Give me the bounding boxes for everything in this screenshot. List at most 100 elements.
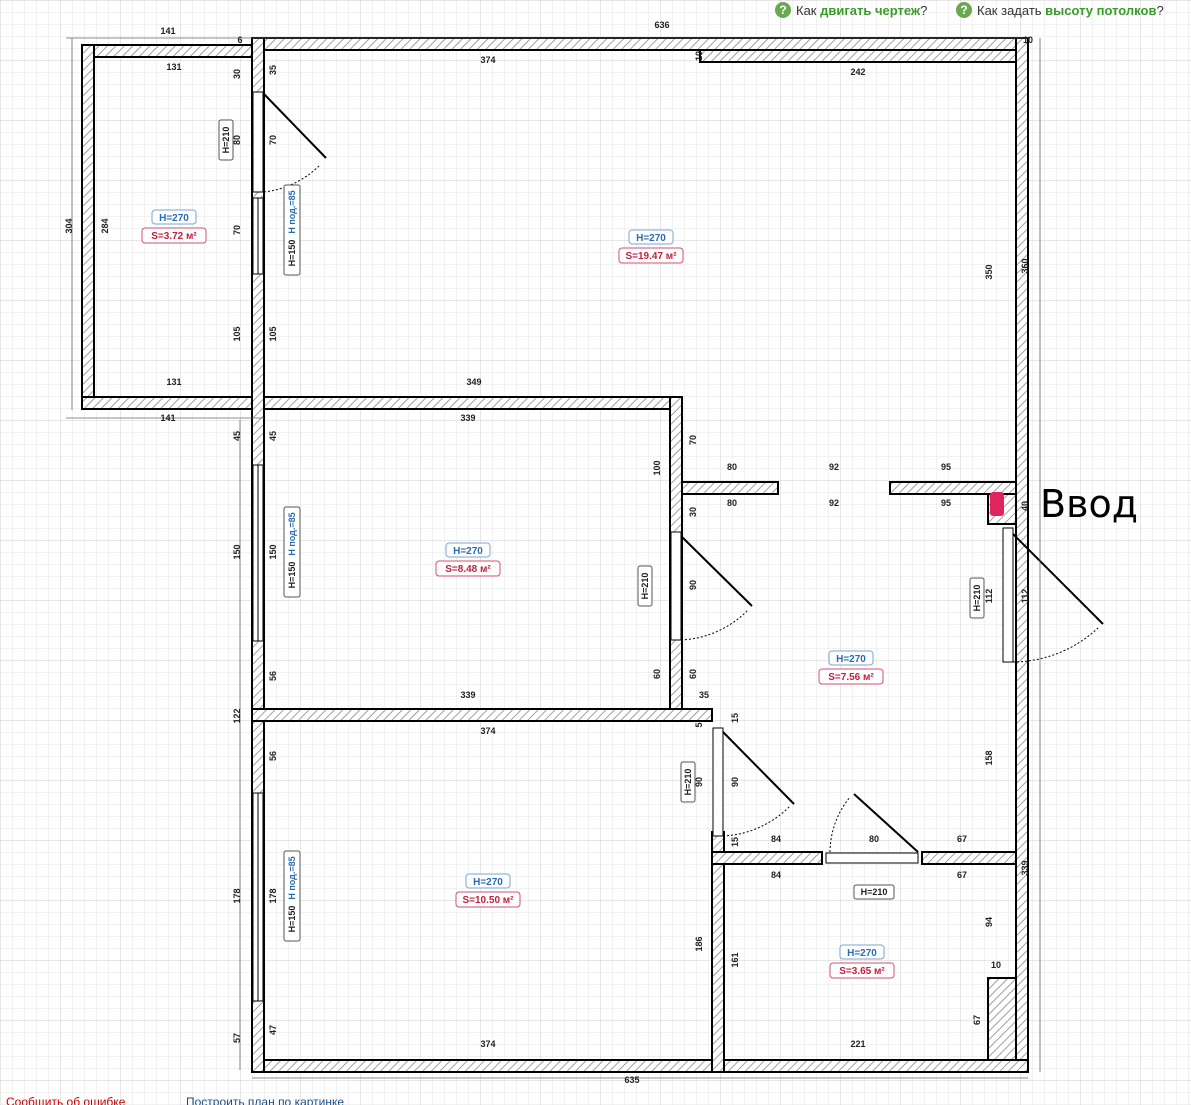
dimension-label: 636	[654, 20, 669, 30]
room-area-box[interactable]	[829, 962, 895, 979]
dimension-label: 304	[64, 218, 74, 233]
question-icon: ?	[775, 2, 791, 18]
room-area-box[interactable]	[818, 668, 884, 685]
entry-marker[interactable]	[990, 492, 1004, 516]
room-height: H=270	[847, 948, 877, 959]
door-height-tag[interactable]: H=210	[853, 884, 895, 900]
help-ceiling-height[interactable]: ? Как задать высоту потолков?	[956, 2, 1164, 18]
room-height: H=270	[159, 213, 189, 224]
wall-vertical-bottom	[711, 831, 725, 1073]
windows[interactable]	[252, 197, 264, 1002]
dimension-label: 10	[694, 51, 704, 61]
dimension-label: 141	[160, 413, 175, 423]
door-height-tag[interactable]: H=210	[218, 119, 234, 161]
dimension-label: 70	[268, 135, 278, 145]
dimension-label: 67	[972, 1015, 982, 1025]
dimension-label: 35	[699, 690, 709, 700]
room-height: H=270	[836, 654, 866, 665]
build-from-image-link[interactable]: Построить план по картинке	[186, 1097, 345, 1105]
room-area-box[interactable]	[435, 560, 501, 577]
dimension-label: 10	[991, 960, 1001, 970]
dimension-label: 284	[100, 218, 110, 233]
dimension-label: 40	[1020, 501, 1030, 511]
help-move-text[interactable]: Как двигать чертеж?	[796, 2, 928, 18]
doors[interactable]	[252, 91, 1104, 864]
question-icon: ?	[956, 2, 972, 18]
dimension-label: 80	[727, 498, 737, 508]
dimension-label: 360	[1020, 258, 1030, 273]
dimension-label: 92	[829, 498, 839, 508]
room-area-box[interactable]	[455, 891, 521, 908]
room-area: S=3.72 м²	[151, 231, 197, 242]
dimension-label: 70	[232, 225, 242, 235]
wall-horizontal-2	[251, 708, 713, 722]
room-height-box[interactable]	[151, 209, 197, 225]
dimension-label: 131	[166, 377, 181, 387]
wall-small-left	[81, 44, 95, 410]
room-height-box[interactable]	[628, 229, 674, 245]
room-height-box[interactable]	[465, 873, 511, 889]
dimension-label: 30	[688, 507, 698, 517]
dimension-label: 30	[232, 69, 242, 79]
dimension-label: 635	[624, 1075, 639, 1085]
wall-small-top	[81, 44, 265, 58]
dimension-label: 105	[268, 326, 278, 341]
room-area-box[interactable]	[141, 227, 207, 244]
dimension-label: 178	[232, 888, 242, 903]
svg-text:H=210: H=210	[640, 573, 650, 600]
dimension-label: 105	[232, 326, 242, 341]
dimension-label: 10	[1023, 35, 1033, 45]
door-height-tag[interactable]: H=210	[969, 577, 985, 619]
dimension-label: 122	[232, 708, 242, 723]
dimension-label: 67	[957, 834, 967, 844]
dimension-label: 80	[869, 834, 879, 844]
dimension-label: 60	[688, 669, 698, 679]
help-height-text[interactable]: Как задать высоту потолков?	[977, 2, 1164, 18]
dimension-label: 5	[694, 722, 704, 727]
room-area: S=19.47 м²	[625, 251, 677, 262]
dimension-label: 178	[268, 888, 278, 903]
door-height-tag[interactable]: H=210	[637, 565, 653, 607]
dimension-label: 84	[771, 834, 781, 844]
door-height-tag[interactable]: H=210	[680, 761, 696, 803]
svg-text:H=210: H=210	[221, 127, 231, 154]
report-error-link[interactable]: Сообщить об ошибке	[6, 1097, 126, 1105]
dimension-label: 80	[232, 135, 242, 145]
walls	[81, 37, 1029, 1073]
wall-top-thick	[699, 49, 1017, 63]
room-height-box[interactable]	[839, 944, 885, 960]
room-height: H=270	[636, 233, 666, 244]
dimension-label: 350	[984, 264, 994, 279]
room-area-box[interactable]	[618, 247, 684, 264]
room-height-box[interactable]	[828, 650, 874, 666]
dimension-label: 57	[232, 1033, 242, 1043]
bottom-links: Сообщить об ошибке Построить план по кар…	[0, 1097, 1191, 1105]
room-height-box[interactable]	[445, 542, 491, 558]
entry-label: Ввод	[1040, 482, 1138, 526]
help-move-plan[interactable]: ? Как двигать чертеж?	[775, 2, 927, 18]
dimension-label: 242	[850, 67, 865, 77]
svg-text:H=210: H=210	[972, 585, 982, 612]
room-height: H=270	[473, 877, 503, 888]
dimension-label: 6	[237, 35, 242, 45]
dimension-label: 161	[730, 952, 740, 967]
dimension-label: 80	[727, 462, 737, 472]
dimension-label: 339	[1020, 860, 1030, 875]
dimension-label: 349	[466, 377, 481, 387]
dimension-label: 112	[984, 589, 994, 604]
dimension-label: 374	[480, 55, 495, 65]
dimension-label: 56	[268, 751, 278, 761]
